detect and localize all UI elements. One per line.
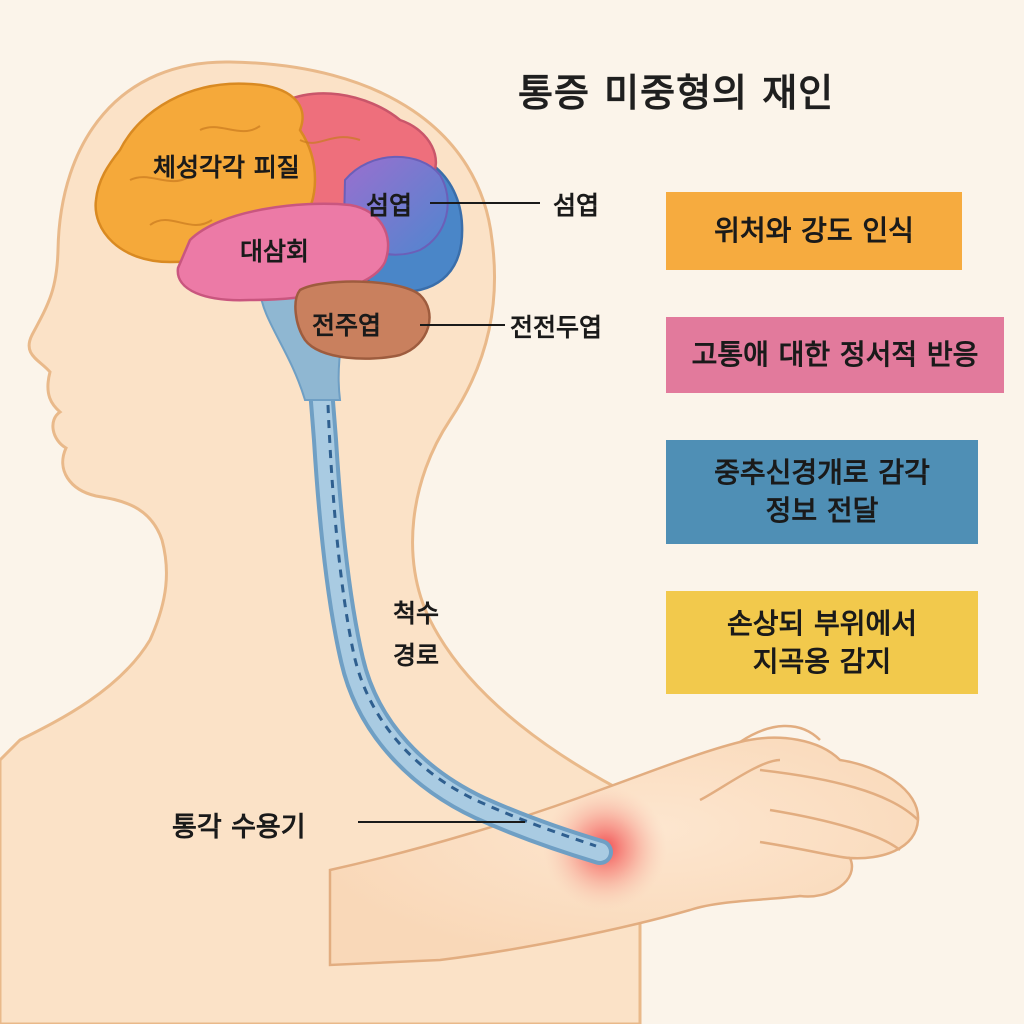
label-insula-inner: 섬엽 (366, 191, 413, 220)
spinal-pathway-dash (326, 404, 597, 848)
callout-insula: 섬엽 (553, 191, 600, 220)
box-signal-transmission-line1: 중추신경개로 감각 (714, 456, 930, 489)
brain-folds (129, 125, 441, 226)
hand-fingers (699, 724, 919, 860)
box-emotional-response: 고통애 대한 정서적 반응 (666, 317, 1004, 393)
callout-prefrontal: 전전두엽 (510, 313, 603, 342)
spinal-pathway-inner (309, 309, 609, 861)
box-signal-transmission: 중추신경개로 감각 정보 전달 (666, 440, 978, 544)
box-signal-transmission-line2: 정보 전달 (765, 494, 879, 527)
label-prefrontal-inner: 전주엽 (312, 311, 382, 340)
callout-spinal-line2: 경로 (393, 641, 440, 670)
head-silhouette (0, 60, 642, 1024)
label-cingulate: 대삼회 (240, 237, 310, 266)
box-location-intensity: 위처와 강도 인식 (666, 192, 962, 270)
label-somatosensory: 체성각각 피질 (153, 153, 300, 182)
callout-spinal-line1: 척수 (393, 599, 440, 628)
box-damage-detection-line1: 손상되 부위에서 (726, 606, 918, 640)
box-damage-detection-line2: 지곡옹 감지 (752, 644, 892, 678)
box-emotional-response-text: 고통애 대한 정서적 반응 (691, 338, 979, 371)
brain-cingulate (176, 202, 390, 302)
brain-prefrontal (294, 280, 431, 360)
diagram-title: 통증 미중형의 재인 (518, 71, 835, 115)
callout-nociceptor: 통각 수용기 (172, 812, 306, 843)
box-location-intensity-text: 위처와 강도 인식 (714, 214, 914, 247)
box-damage-detection: 손상되 부위에서 지곡옹 감지 (666, 591, 978, 694)
